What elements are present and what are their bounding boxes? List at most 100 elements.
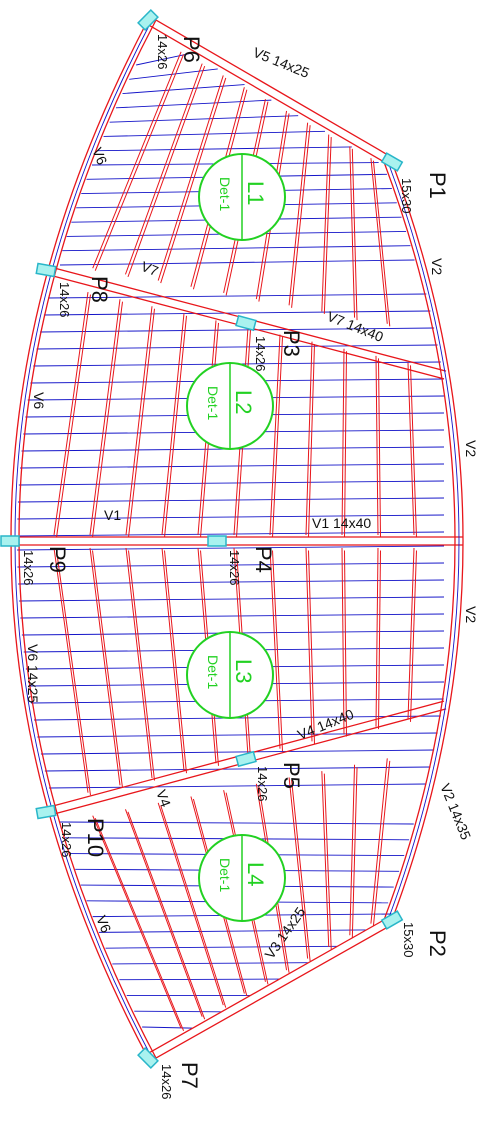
joist-l2 xyxy=(20,463,445,469)
rib-l3 xyxy=(128,550,155,781)
pillar-p10 xyxy=(35,804,57,820)
rib-l3 xyxy=(161,547,185,771)
rib-l3 xyxy=(341,547,345,735)
rib-l1 xyxy=(351,148,358,321)
pillar-label-p8: P8 xyxy=(87,276,112,303)
joist-l2 xyxy=(17,531,445,537)
joist-l4 xyxy=(142,1026,193,1029)
rib-l3 xyxy=(56,550,91,796)
beam-label: V1 14x40 xyxy=(312,515,371,531)
joist-l1 xyxy=(115,99,272,109)
beam-v5 xyxy=(145,22,391,167)
rib-l2 xyxy=(56,294,91,538)
rib-l1 xyxy=(92,51,182,269)
rib-l4 xyxy=(323,773,332,950)
joist-l2 xyxy=(36,344,438,350)
joist-l4 xyxy=(134,1010,222,1013)
rib-l3 xyxy=(407,547,415,720)
rib-l2 xyxy=(375,355,379,536)
rib-l4 xyxy=(94,817,185,1032)
rib-l1 xyxy=(370,158,388,324)
rib-l4 xyxy=(92,815,182,1029)
rib-l3 xyxy=(272,550,283,752)
rib-l2 xyxy=(410,365,417,538)
rib-l1 xyxy=(288,122,309,306)
joist-l2 xyxy=(40,327,435,333)
beam-v3 xyxy=(149,922,395,1063)
beam-label: V6 xyxy=(31,392,47,409)
pillar-p6 xyxy=(137,9,159,31)
pillar-layer xyxy=(0,9,404,1069)
rib-l3 xyxy=(410,550,417,722)
rib-l2 xyxy=(308,344,315,538)
joist-l3 xyxy=(17,562,445,568)
rib-l1 xyxy=(321,134,330,312)
pillar-p9 xyxy=(0,535,20,547)
slab-detail: Det-1 xyxy=(205,655,221,689)
rib-l1 xyxy=(372,160,391,327)
rib-l3 xyxy=(378,550,381,730)
rib-l2 xyxy=(161,313,185,536)
rib-l2 xyxy=(92,301,123,538)
rib-l1 xyxy=(323,137,332,314)
slab-detail: Det-1 xyxy=(217,858,233,892)
rib-l3 xyxy=(53,547,89,793)
slab-name: L1 xyxy=(243,181,268,205)
joist-l1 xyxy=(97,146,352,152)
rib-l3 xyxy=(125,547,153,779)
pillar-p8 xyxy=(35,262,57,278)
pillar-p4 xyxy=(207,535,227,547)
joist-l3 xyxy=(18,579,445,585)
rib-l1 xyxy=(349,146,356,318)
pillar-size-p5: 14x26 xyxy=(255,766,270,801)
slab-name: L3 xyxy=(231,659,256,683)
beam-v6-outer xyxy=(18,19,157,1059)
beam-v5 xyxy=(149,15,395,160)
rib-layer xyxy=(53,51,417,1032)
rib-l4 xyxy=(124,809,203,1017)
pillar-size-p9: 14x26 xyxy=(21,550,36,585)
joist-l3 xyxy=(17,545,445,551)
slab-detail: Det-1 xyxy=(205,386,221,420)
rib-l3 xyxy=(164,550,187,774)
rib-l2 xyxy=(89,299,121,536)
rib-l2 xyxy=(53,292,89,536)
pillar-label-p6: P6 xyxy=(179,36,204,63)
rib-l2 xyxy=(269,334,281,536)
pillar-label-p1: P1 xyxy=(425,172,450,199)
joist-l3 xyxy=(40,749,435,755)
rib-l2 xyxy=(125,306,153,536)
pillar-size-p6: 14x26 xyxy=(155,34,170,69)
joist-l4 xyxy=(98,929,366,933)
rib-l4 xyxy=(351,767,358,938)
joist-l4 xyxy=(105,945,337,949)
rib-l4 xyxy=(291,779,311,962)
rib-l2 xyxy=(344,351,347,538)
pillar-size-p7: 14x26 xyxy=(159,1064,174,1099)
joist-l1 xyxy=(103,130,325,137)
joist-l3 xyxy=(20,613,445,619)
rib-l3 xyxy=(269,547,281,749)
pillar-p7 xyxy=(137,1047,159,1069)
rib-l1 xyxy=(124,63,203,275)
beam-v3 xyxy=(145,915,391,1056)
pillar-label-p2: P2 xyxy=(425,930,450,957)
beam-v2-right xyxy=(391,161,464,921)
rib-l1 xyxy=(127,65,206,278)
pillar-p2 xyxy=(380,910,404,930)
joist-l1 xyxy=(122,84,245,95)
pillar-label-p7: P7 xyxy=(177,1062,202,1089)
beam-v6-outer xyxy=(10,19,149,1059)
rib-l3 xyxy=(92,550,123,788)
rib-l3 xyxy=(89,547,121,786)
rib-l2 xyxy=(128,308,155,538)
joist-l2 xyxy=(17,497,445,503)
beam-label: V6 14x25 xyxy=(25,644,41,703)
beam-label: V6 xyxy=(93,913,114,935)
pillar-label-p10: P10 xyxy=(83,818,108,857)
joist-l3 xyxy=(49,783,427,789)
